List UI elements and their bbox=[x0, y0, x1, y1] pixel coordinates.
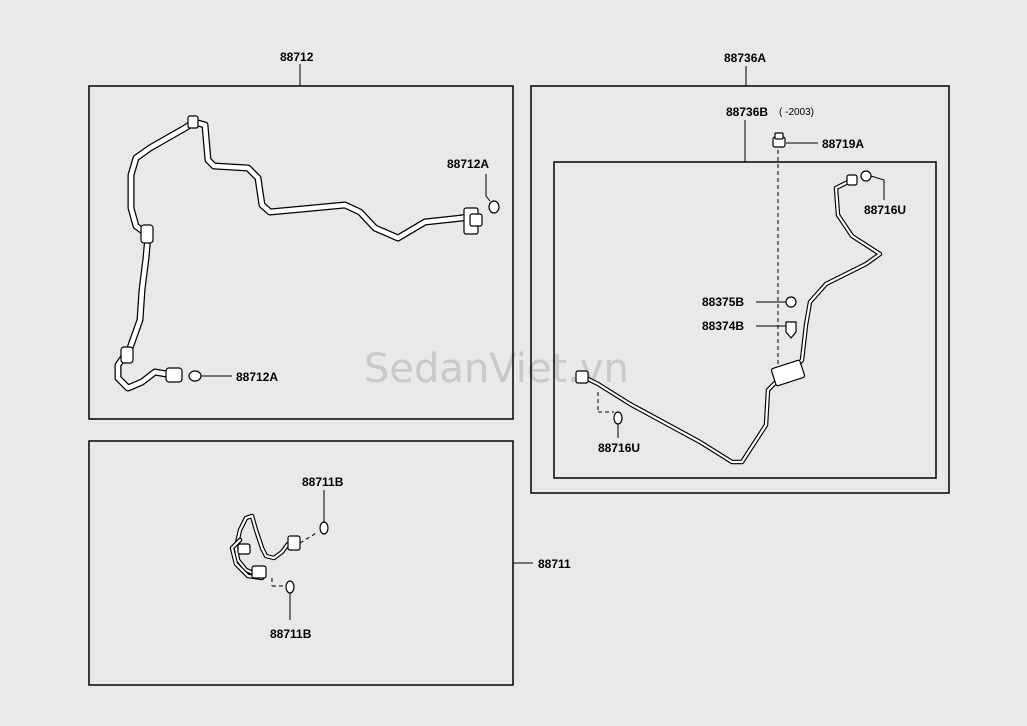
label-88712A-top: 88712A bbox=[447, 157, 489, 171]
sensor-88719A bbox=[772, 132, 786, 148]
label-88716U-bottom: 88716U bbox=[598, 441, 640, 455]
hose-88711 bbox=[229, 513, 301, 581]
label-88711: 88711 bbox=[538, 557, 571, 571]
label-88716U-top: 88716U bbox=[864, 203, 906, 217]
valve-88374B bbox=[785, 321, 797, 339]
label-88712: 88712 bbox=[280, 50, 314, 64]
oring-88712A-bottom bbox=[188, 370, 202, 382]
label-88711B-top: 88711B bbox=[302, 475, 344, 489]
tube-88736B bbox=[575, 174, 883, 465]
oring-88375B bbox=[785, 296, 797, 308]
box-88711 bbox=[88, 440, 514, 686]
label-88374B: 88374B bbox=[702, 319, 744, 333]
hose-88712 bbox=[114, 115, 483, 392]
watermark: SedanViet.vn bbox=[364, 346, 629, 392]
box-88712 bbox=[88, 85, 514, 420]
label-88711B-bottom: 88711B bbox=[270, 627, 312, 641]
oring-88716U-top bbox=[860, 170, 872, 182]
label-88736A: 88736A bbox=[724, 51, 766, 65]
oring-88716U-bottom bbox=[613, 411, 623, 425]
label-88736B: 88736B bbox=[726, 105, 768, 119]
label-88375B: 88375B bbox=[702, 295, 744, 309]
oring-88711B-bottom bbox=[285, 580, 295, 594]
box-88736A bbox=[530, 85, 950, 494]
oring-88711B-top bbox=[319, 521, 329, 535]
label-88712A-bottom: 88712A bbox=[236, 370, 278, 384]
oring-88712A-top bbox=[488, 200, 500, 214]
label-88719A: 88719A bbox=[822, 137, 864, 151]
label-88736B-range: ( -2003) bbox=[779, 107, 814, 118]
